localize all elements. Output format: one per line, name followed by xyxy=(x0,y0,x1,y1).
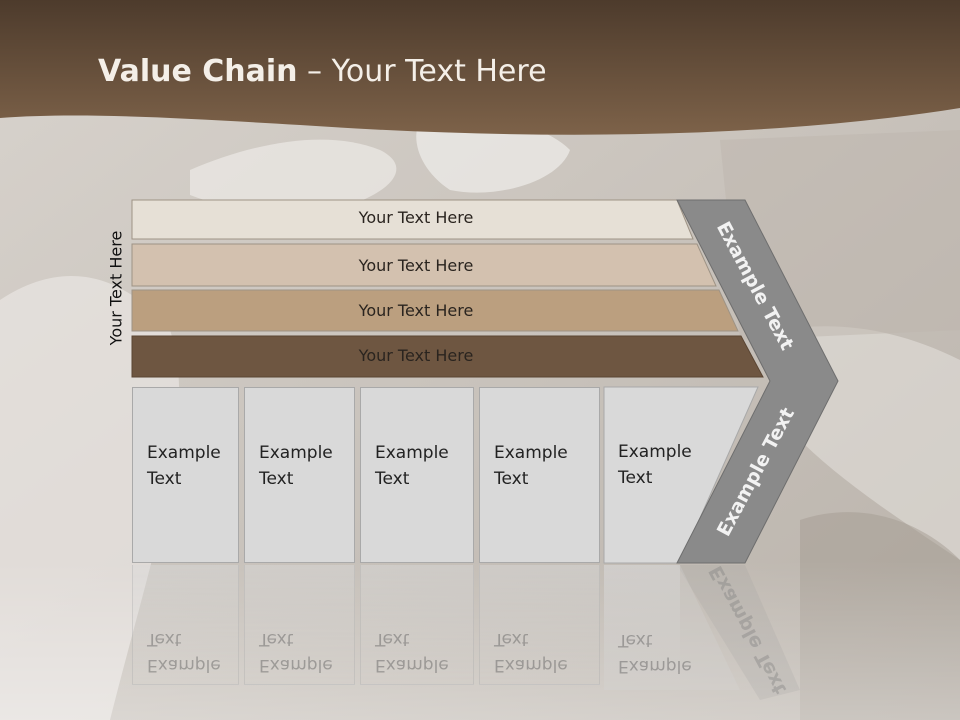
box-5-reflection-line1: Example xyxy=(618,656,692,676)
bar-1 xyxy=(131,199,694,240)
box-1-reflection-line2: Text xyxy=(147,629,182,649)
title-bold: Value Chain xyxy=(98,54,298,89)
box-3-line2: Text xyxy=(375,469,410,489)
box-1-line1: Example xyxy=(147,443,221,463)
box-3-reflection-line1: Example xyxy=(375,655,449,675)
box-3-reflection-line2: Text xyxy=(375,629,410,649)
bar-4-label: Your Text Here xyxy=(358,346,474,365)
box-4-line2: Text xyxy=(494,469,529,489)
box-2-reflection-line2: Text xyxy=(259,629,294,649)
box-1-reflection: Example Text xyxy=(132,565,239,685)
box-2-line2: Text xyxy=(259,469,294,489)
box-4-reflection: Example Text xyxy=(479,565,600,685)
box-5-line2: Text xyxy=(618,468,653,488)
chevron-reflection xyxy=(677,565,800,700)
title-rest: – Your Text Here xyxy=(297,54,547,89)
box-2-line1: Example xyxy=(259,443,333,463)
box-5-reflection-slant xyxy=(604,565,740,690)
box-3-reflection: Example Text xyxy=(360,565,474,685)
box-3-line1: Example xyxy=(375,443,449,463)
box-1-reflection-line1: Example xyxy=(147,655,221,675)
bar-2-label: Your Text Here xyxy=(358,256,474,275)
bar-3 xyxy=(131,289,739,332)
page-title: Value Chain – Your Text Here xyxy=(98,54,547,89)
box-4-reflection-line1: Example xyxy=(494,655,568,675)
bar-2 xyxy=(131,243,717,287)
box-4-reflection-line2: Text xyxy=(494,629,529,649)
box-5-reflection-line2: Text xyxy=(618,630,653,650)
box-2-reflection-line1: Example xyxy=(259,655,333,675)
box-2-reflection: Example Text xyxy=(244,565,355,685)
bar-1-label: Your Text Here xyxy=(358,208,474,227)
box-5-line1: Example xyxy=(618,442,692,462)
box-1-line2: Text xyxy=(147,469,182,489)
chevron-shape xyxy=(676,199,839,564)
bar-3-label: Your Text Here xyxy=(358,301,474,320)
bar-4 xyxy=(131,335,764,378)
box-5-reflection: Example Text xyxy=(604,565,692,685)
box-4-line1: Example xyxy=(494,443,568,463)
